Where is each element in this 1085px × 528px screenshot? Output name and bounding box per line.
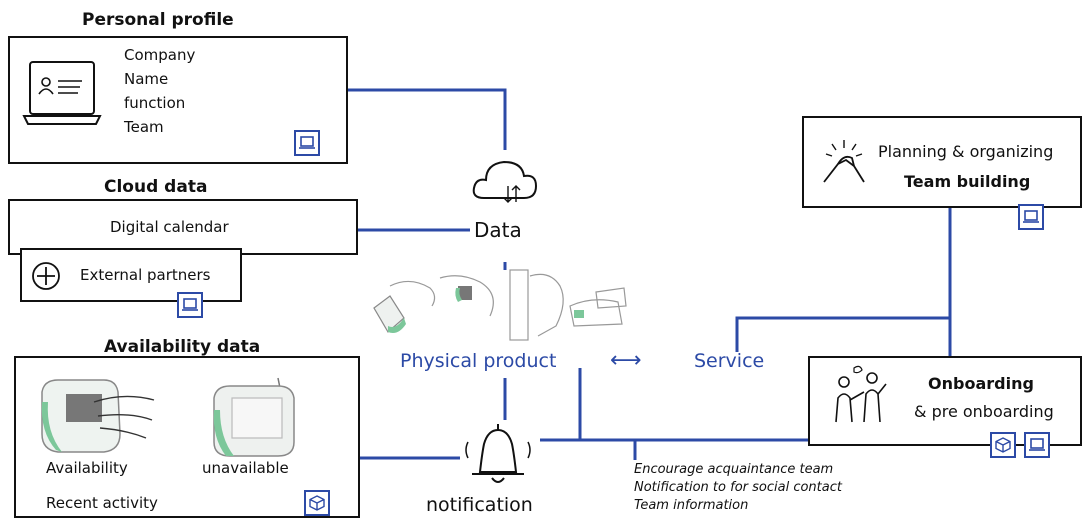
cloud-data-title: Cloud data: [104, 177, 208, 197]
digital-calendar-box: Digital calendar: [8, 199, 358, 255]
data-label: Data: [474, 218, 522, 242]
cloud-icon: [470, 152, 540, 214]
personal-profile-box: Company Name function Team: [8, 36, 348, 164]
planning-box: Planning & organizing Team building: [802, 116, 1082, 208]
profile-field-company: Company: [124, 46, 196, 64]
handshake-icon: [818, 136, 870, 192]
device-unavailable-icon: [208, 376, 300, 466]
laptop-profile-icon: [22, 56, 104, 138]
plus-circle-icon: [30, 260, 62, 296]
physical-product-illustration: [360, 266, 650, 356]
cube-icon: [990, 432, 1016, 458]
availability-data-box: Availability unavailable Recent activity: [14, 356, 360, 518]
notification-label: notification: [426, 494, 533, 516]
laptop-icon: [1024, 432, 1050, 458]
laptop-icon: [294, 130, 320, 156]
team-building-label: Team building: [904, 172, 1031, 191]
note-notification: Notification to for social contact: [634, 480, 842, 495]
note-encourage: Encourage acquaintance team: [634, 462, 834, 477]
unavailable-label: unavailable: [202, 459, 289, 477]
external-partners-box: External partners: [20, 248, 242, 302]
service-label: Service: [694, 350, 765, 372]
availability-data-title: Availability data: [104, 337, 261, 357]
bidirectional-arrow-icon: ⟷: [610, 348, 642, 373]
availability-label: Availability: [46, 459, 128, 477]
laptop-icon: [1018, 204, 1044, 230]
people-group-icon: [828, 364, 892, 430]
recent-activity-label: Recent activity: [46, 494, 158, 512]
onboarding-box: Onboarding & pre onboarding: [808, 356, 1082, 446]
laptop-icon: [177, 292, 203, 318]
planning-label: Planning & organizing: [878, 142, 1054, 161]
personal-profile-title: Personal profile: [82, 10, 234, 30]
physical-product-label: Physical product: [400, 350, 557, 372]
note-team-info: Team information: [634, 498, 749, 513]
digital-calendar-label: Digital calendar: [110, 218, 229, 236]
cube-icon: [304, 490, 330, 516]
profile-field-function: function: [124, 94, 186, 112]
profile-field-name: Name: [124, 70, 169, 88]
onboarding-label: Onboarding: [928, 374, 1034, 393]
device-available-icon: [34, 372, 164, 468]
pre-onboarding-label: & pre onboarding: [914, 402, 1054, 421]
bell-icon: [458, 420, 538, 494]
service-to-right-line: [735, 316, 950, 352]
profile-to-data-line: [347, 88, 507, 150]
profile-field-team: Team: [124, 118, 164, 136]
external-partners-label: External partners: [80, 266, 211, 284]
